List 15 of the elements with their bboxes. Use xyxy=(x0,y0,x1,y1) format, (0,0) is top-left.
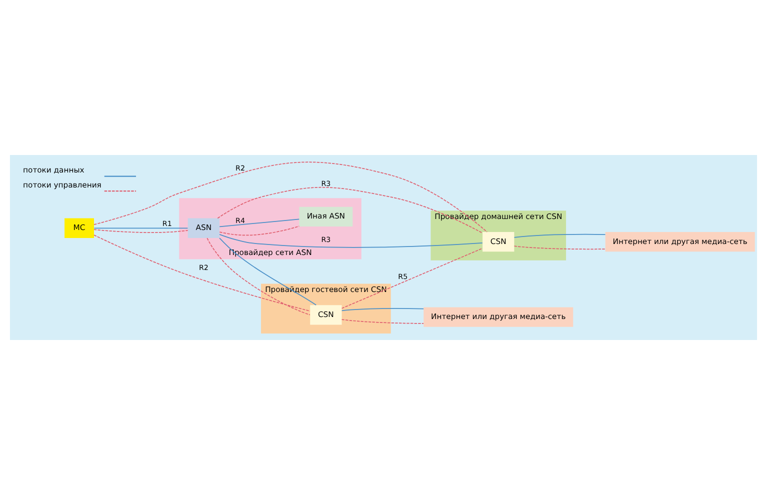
connector xyxy=(341,248,483,309)
connector xyxy=(206,238,310,316)
connector xyxy=(94,229,188,233)
connector xyxy=(94,228,188,229)
connector xyxy=(341,308,424,312)
connector xyxy=(94,162,488,232)
connector xyxy=(514,246,606,250)
connector xyxy=(94,234,310,312)
connector xyxy=(514,234,606,238)
connector xyxy=(219,226,300,236)
connector xyxy=(219,238,317,306)
connector xyxy=(217,186,483,234)
connector xyxy=(219,218,300,228)
connector xyxy=(341,319,424,324)
connector xyxy=(219,234,483,248)
